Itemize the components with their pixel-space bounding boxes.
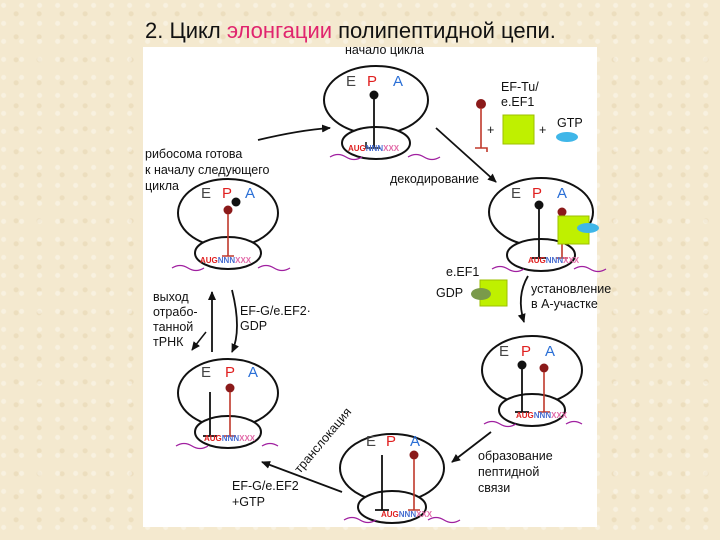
label-install-2: в А-участке (531, 297, 598, 311)
peptidyl-trna-head (369, 90, 379, 100)
label-plus-2: + (539, 123, 546, 137)
title-suffix: полипептидной цепи. (332, 18, 556, 43)
label-eef1: e.EF1 (446, 265, 479, 279)
label-gdp: GDP (436, 286, 463, 300)
eftu-factor-square (502, 114, 535, 145)
ribosome-start: E P A AUGNNNXXX (323, 65, 441, 161)
svg-text:AUGNNNXXX: AUGNNNXXX (516, 411, 568, 420)
mrna-mid: NNN (366, 144, 384, 153)
label-gtp: GTP (557, 116, 583, 130)
gtp-ellipse (556, 132, 578, 142)
site-p: P (532, 185, 542, 202)
label-exit-2: отрабо- (153, 305, 198, 319)
svg-text:A: A (545, 343, 555, 360)
label-efg-gtp-2: +GTP (232, 495, 265, 509)
svg-text:E: E (499, 343, 509, 360)
ribosome-decoding: E P A AUGNNNXXX (488, 177, 607, 273)
label-ready-3: цикла (145, 179, 179, 193)
label-decoding: декодирование (390, 172, 479, 186)
label-exit-3: танной (153, 320, 193, 334)
page-title: 2. Цикл элонгации полипептидной цепи. (145, 18, 556, 44)
site-a: A (393, 73, 403, 90)
label-bond-3: связи (478, 481, 510, 495)
label-efg-gtp-1: EF-G/e.EF2 (232, 479, 299, 493)
ribosome-translocated: E P A AUGNNNXXX (175, 358, 279, 450)
svg-text:A: A (248, 364, 258, 381)
label-ready-2: к началу следующего (145, 163, 270, 177)
incoming-aminoacyl-trna (475, 99, 488, 152)
svg-text:P: P (521, 343, 531, 360)
label-eftu-2: e.EF1 (501, 95, 534, 109)
svg-text:E: E (366, 433, 376, 450)
ribosome-accommodated: E P A AUGNNNXXX (481, 335, 583, 428)
ribosome-peptide-bond: E P A AUGNNNXXX (339, 433, 461, 524)
svg-text:AUGNNNXXX: AUGNNNXXX (381, 510, 433, 519)
label-bond-2: пептидной (478, 465, 539, 479)
svg-text:E: E (201, 185, 211, 202)
site-e: E (346, 73, 356, 90)
label-install-1: установление (531, 282, 611, 296)
title-highlight: элонгации (226, 18, 333, 43)
svg-text:P: P (386, 433, 396, 450)
svg-text:P: P (222, 185, 232, 202)
site-e: E (511, 185, 521, 202)
svg-text:E: E (201, 364, 211, 381)
label-exit-1: выход (153, 290, 189, 304)
label-start: начало цикла (345, 43, 424, 57)
label-eftu-1: EF-Tu/ (501, 80, 539, 94)
svg-text:AUGNNNXXX: AUGNNNXXX (528, 256, 580, 265)
svg-text:A: A (245, 185, 255, 202)
svg-text:A: A (410, 433, 420, 450)
label-efg-2: GDP (240, 319, 267, 333)
label-exit-4: тРНК (153, 335, 184, 349)
label-bond-1: образование (478, 449, 553, 463)
title-prefix: 2. Цикл (145, 18, 227, 43)
mrna-end: XXX (383, 144, 400, 153)
label-efg-1: EF-G/e.EF2· (240, 304, 311, 318)
ribosome-ready: E P A AUGNNNXXX (171, 178, 291, 272)
mrna-start: AUG (348, 144, 366, 153)
label-plus-1: + (487, 123, 494, 137)
svg-text:P: P (225, 364, 235, 381)
site-a: A (557, 185, 567, 202)
site-p: P (367, 73, 377, 90)
label-ready-1: рибосома готова (145, 147, 242, 161)
gdp-ellipse (471, 288, 491, 300)
mrna-codons: AUGNNNXXX (348, 144, 400, 153)
svg-text:AUGNNNXXX: AUGNNNXXX (200, 256, 252, 265)
svg-text:AUGNNNXXX: AUGNNNXXX (204, 434, 256, 443)
